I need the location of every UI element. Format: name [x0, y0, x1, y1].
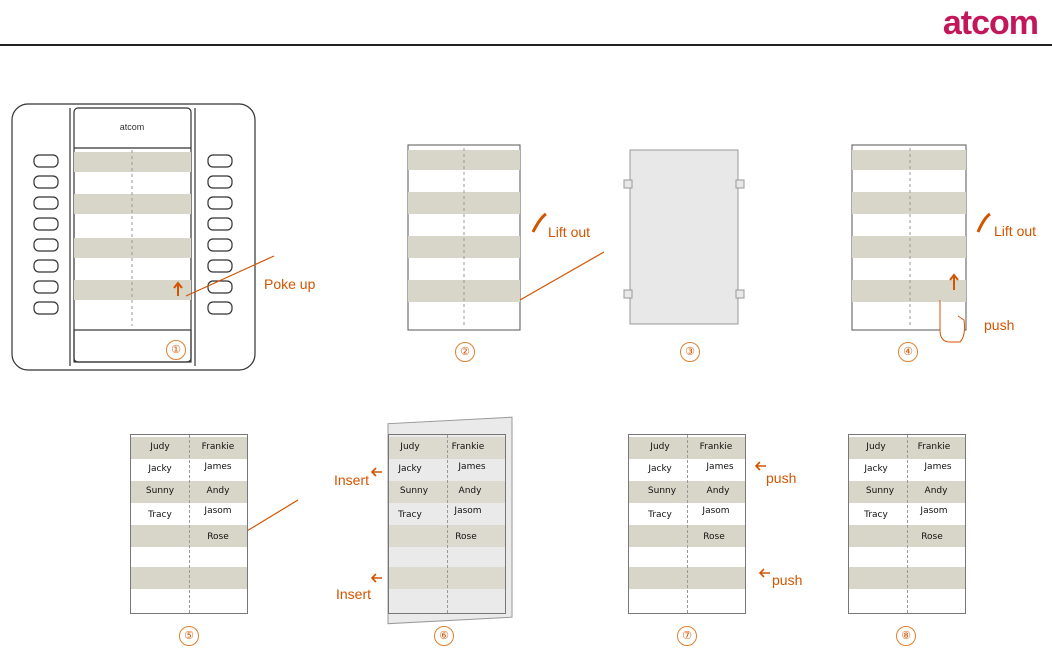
- name-label: Tracy: [630, 510, 690, 520]
- step-number: ⑧: [896, 626, 916, 646]
- name-label: Judy: [630, 442, 690, 452]
- insert-label: Insert: [334, 472, 369, 488]
- name-label: Tracy: [846, 510, 906, 520]
- insert-label: Insert: [336, 586, 371, 602]
- name-label: Andy: [688, 486, 748, 496]
- name-label: Judy: [380, 442, 440, 452]
- step8-card: [848, 434, 966, 614]
- name-label: Andy: [440, 486, 500, 496]
- left-arrow-icon: [760, 569, 770, 577]
- step5-card: [130, 434, 248, 614]
- name-label: Rose: [436, 532, 496, 542]
- left-arrow-icon: [756, 462, 766, 470]
- lift-out-label: Lift out: [548, 224, 590, 240]
- name-label: Rose: [188, 532, 248, 542]
- step-number: ④: [898, 342, 918, 362]
- name-label: Jacky: [380, 464, 440, 474]
- left-arrow-icon: [372, 574, 382, 582]
- name-label: Sunny: [632, 486, 692, 496]
- name-label: Jacky: [846, 464, 906, 474]
- name-label: James: [908, 462, 968, 472]
- lift-out-label: Lift out: [994, 223, 1036, 239]
- name-label: Andy: [906, 486, 966, 496]
- step3-insert: [624, 150, 744, 324]
- name-label: Jasom: [686, 506, 746, 516]
- step-number: ⑤: [179, 626, 199, 646]
- lift-arrow-icon: [978, 214, 990, 232]
- name-label: Rose: [902, 532, 962, 542]
- name-label: Jasom: [904, 506, 964, 516]
- name-label: Frankie: [686, 442, 746, 452]
- name-label: Jacky: [630, 464, 690, 474]
- push-label: push: [984, 317, 1014, 333]
- step4-card: [852, 145, 990, 342]
- step-number: ①: [166, 340, 186, 360]
- name-label: Frankie: [188, 442, 248, 452]
- step6-card: [388, 434, 506, 614]
- lift-arrow-icon: [533, 214, 546, 232]
- step1-bands: [74, 150, 191, 326]
- name-label: Jasom: [188, 506, 248, 516]
- name-label: Tracy: [380, 510, 440, 520]
- push-label: push: [772, 572, 802, 588]
- expansion-module-device: [12, 104, 255, 370]
- name-label: Judy: [846, 442, 906, 452]
- name-label: James: [442, 462, 502, 472]
- name-label: Jasom: [438, 506, 498, 516]
- name-label: Frankie: [438, 442, 498, 452]
- step-number: ③: [680, 342, 700, 362]
- step-number: ②: [455, 342, 475, 362]
- name-label: Judy: [130, 442, 190, 452]
- name-label: Sunny: [384, 486, 444, 496]
- name-label: Frankie: [904, 442, 964, 452]
- name-label: Jacky: [130, 464, 190, 474]
- name-label: Rose: [684, 532, 744, 542]
- name-label: Sunny: [850, 486, 910, 496]
- device-logo-text: atcom: [120, 122, 145, 132]
- name-label: James: [690, 462, 750, 472]
- step-number: ⑦: [677, 626, 697, 646]
- name-label: James: [188, 462, 248, 472]
- poke-up-label: Poke up: [264, 276, 315, 292]
- push-label: push: [766, 470, 796, 486]
- step7-card: [628, 434, 746, 614]
- name-label: Andy: [188, 486, 248, 496]
- name-label: Tracy: [130, 510, 190, 520]
- name-label: Sunny: [130, 486, 190, 496]
- step-number: ⑥: [434, 626, 454, 646]
